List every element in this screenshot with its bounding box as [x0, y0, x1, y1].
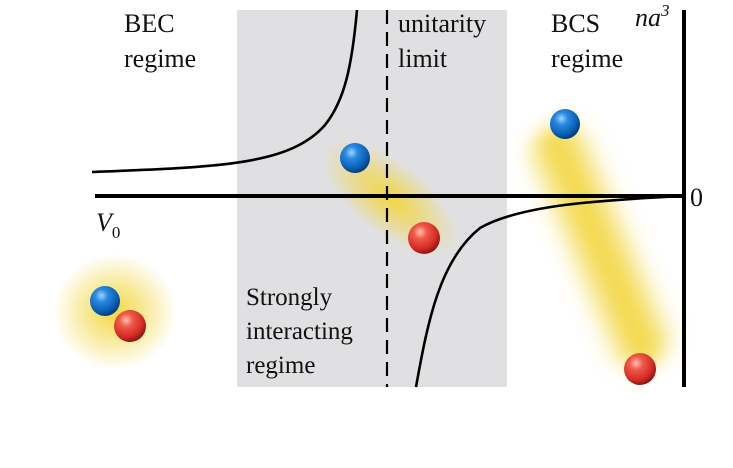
- zero-label: 0: [690, 183, 703, 212]
- unitarity-red-atom: [408, 222, 440, 254]
- x-axis-label: V0: [96, 208, 120, 242]
- bec-label-line2: regime: [124, 44, 196, 73]
- strong-label-line2: interacting: [246, 318, 353, 345]
- unitarity-label-line1: unitarity: [398, 9, 486, 38]
- strong-label-line3: regime: [246, 352, 315, 379]
- bcs-label-line1: BCS: [551, 9, 600, 38]
- bcs-pair-glow: [524, 124, 676, 368]
- bec-red-atom: [114, 310, 146, 342]
- bec-branch-curve: [91, 9, 359, 174]
- y-axis-label: na3: [635, 1, 670, 32]
- bcs-blue-atom: [550, 109, 580, 139]
- bec-label-line1: BEC: [124, 9, 175, 38]
- bcs-branch-curve: [414, 194, 685, 388]
- bec-blue-atom: [90, 286, 120, 316]
- bcs-red-atom: [624, 353, 656, 385]
- strong-label-line1: Strongly: [246, 284, 333, 311]
- bcs-label-line2: regime: [551, 44, 623, 73]
- unitarity-blue-atom: [340, 143, 370, 173]
- unitarity-label-line2: limit: [398, 44, 448, 73]
